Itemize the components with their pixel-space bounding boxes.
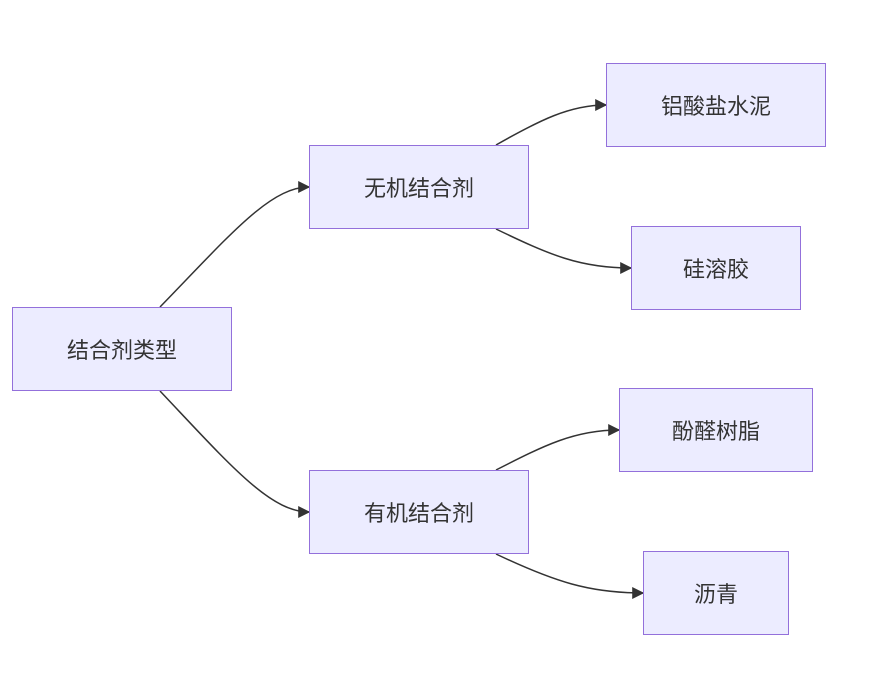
edge-root-to-inorganic (159, 181, 311, 308)
node-silica-sol-label: 硅溶胶 (682, 258, 749, 283)
edge-organic-to-phenolic-resin (495, 424, 621, 471)
edge-root-to-organic (159, 390, 311, 518)
node-binder-types-label: 结合剂类型 (66, 339, 177, 364)
node-organic-binder-label: 有机结合剂 (363, 502, 474, 527)
node-organic-binder[interactable]: 有机结合剂 (309, 470, 529, 554)
edge-inorganic-to-aluminate-cement (495, 99, 608, 146)
node-asphalt[interactable]: 沥青 (643, 551, 789, 635)
node-asphalt-label: 沥青 (693, 583, 738, 608)
node-binder-types[interactable]: 结合剂类型 (12, 307, 232, 391)
node-aluminate-cement[interactable]: 铝酸盐水泥 (606, 63, 826, 147)
node-phenolic-resin-label: 酚醛树脂 (671, 420, 760, 445)
edge-inorganic-to-silica-sol (495, 228, 633, 274)
node-phenolic-resin[interactable]: 酚醛树脂 (619, 388, 813, 472)
node-silica-sol[interactable]: 硅溶胶 (631, 226, 801, 310)
edge-organic-to-asphalt (495, 553, 645, 599)
node-inorganic-binder-label: 无机结合剂 (363, 177, 474, 202)
node-aluminate-cement-label: 铝酸盐水泥 (660, 95, 771, 120)
node-inorganic-binder[interactable]: 无机结合剂 (309, 145, 529, 229)
